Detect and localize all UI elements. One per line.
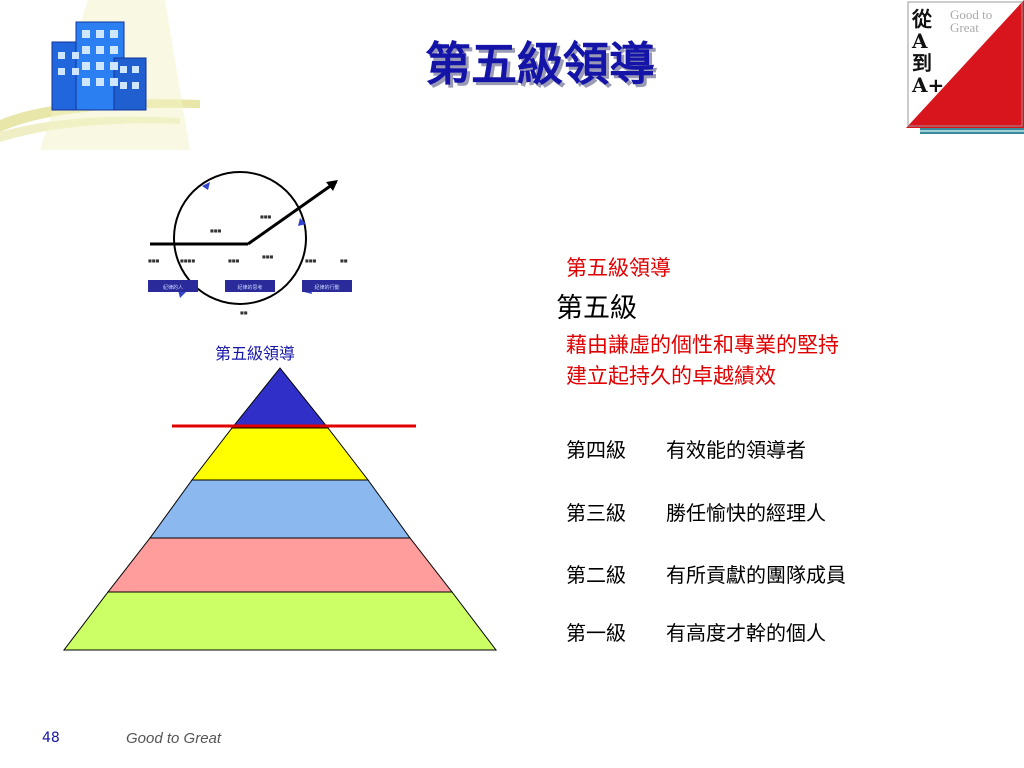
level5-description: 藉由謙虛的個性和專業的堅持 建立起持久的卓越績效: [566, 330, 839, 392]
svg-text:■■■: ■■■: [305, 258, 317, 263]
level-label: 第三級: [566, 501, 626, 525]
level-desc: 勝任愉快的經理人: [666, 501, 826, 525]
svg-text:■■: ■■: [340, 258, 348, 263]
svg-text:■■■: ■■■: [210, 228, 222, 233]
pyramid-level-5: [230, 367, 330, 429]
buildings-logo-icon: [0, 0, 200, 150]
flywheel-diagram: ■■■ ■■■ ■■■ ■■■■ ■■■ ■■■ ■■■ ■■ ■■ 紀律的人 …: [148, 171, 352, 315]
pyramid-level-3: [149, 479, 411, 539]
cycle-label-people: 紀律的人: [163, 284, 183, 291]
title-divider: [920, 128, 1024, 134]
cycle-label-thought: 紀律的思考: [237, 284, 262, 291]
svg-text:■■■: ■■■: [260, 214, 272, 219]
book-cover-title: 從A到A+: [912, 7, 945, 97]
svg-text:■■■: ■■■: [148, 258, 160, 263]
level-row: 第三級 勝任愉快的經理人: [566, 497, 826, 526]
pyramid-caption: 第五級領導: [214, 344, 295, 363]
level-desc: 有高度才幹的個人: [666, 621, 826, 645]
pyramid-level-4: [190, 427, 370, 481]
level-label: 第四級: [566, 438, 626, 462]
pyramid-level-1: [62, 591, 498, 651]
book-cover-english: Good to Great: [950, 7, 993, 35]
svg-text:■■: ■■: [240, 310, 248, 315]
svg-text:■■■: ■■■: [262, 254, 274, 259]
leadership-pyramid: [62, 367, 498, 651]
level-desc: 有所貢獻的團隊成員: [666, 563, 846, 587]
page-number: 48: [42, 730, 60, 746]
level-label: 第二級: [566, 563, 626, 587]
side-heading: 第五級領導: [566, 256, 671, 280]
level-label: 第一級: [566, 621, 626, 645]
svg-text:■■■: ■■■: [228, 258, 240, 263]
level-desc: 有效能的領導者: [666, 438, 806, 462]
level-row: 第二級 有所貢獻的團隊成員: [566, 559, 846, 588]
level5-description-line2: 建立起持久的卓越績效: [566, 364, 776, 388]
level-row: 第四級 有效能的領導者: [566, 434, 806, 463]
page-title: 第五級領導: [425, 37, 655, 91]
level-row: 第一級 有高度才幹的個人: [566, 617, 826, 646]
level5-label: 第五級: [556, 293, 637, 324]
pyramid-level-2: [106, 537, 454, 593]
cycle-label-action: 紀律的行動: [314, 284, 339, 291]
footer-text: Good to Great: [126, 730, 222, 747]
book-cover-image: 從A到A+ Good to Great: [906, 0, 1024, 128]
svg-text:■■■■: ■■■■: [180, 258, 195, 263]
level5-description-line1: 藉由謙虛的個性和專業的堅持: [566, 333, 839, 357]
